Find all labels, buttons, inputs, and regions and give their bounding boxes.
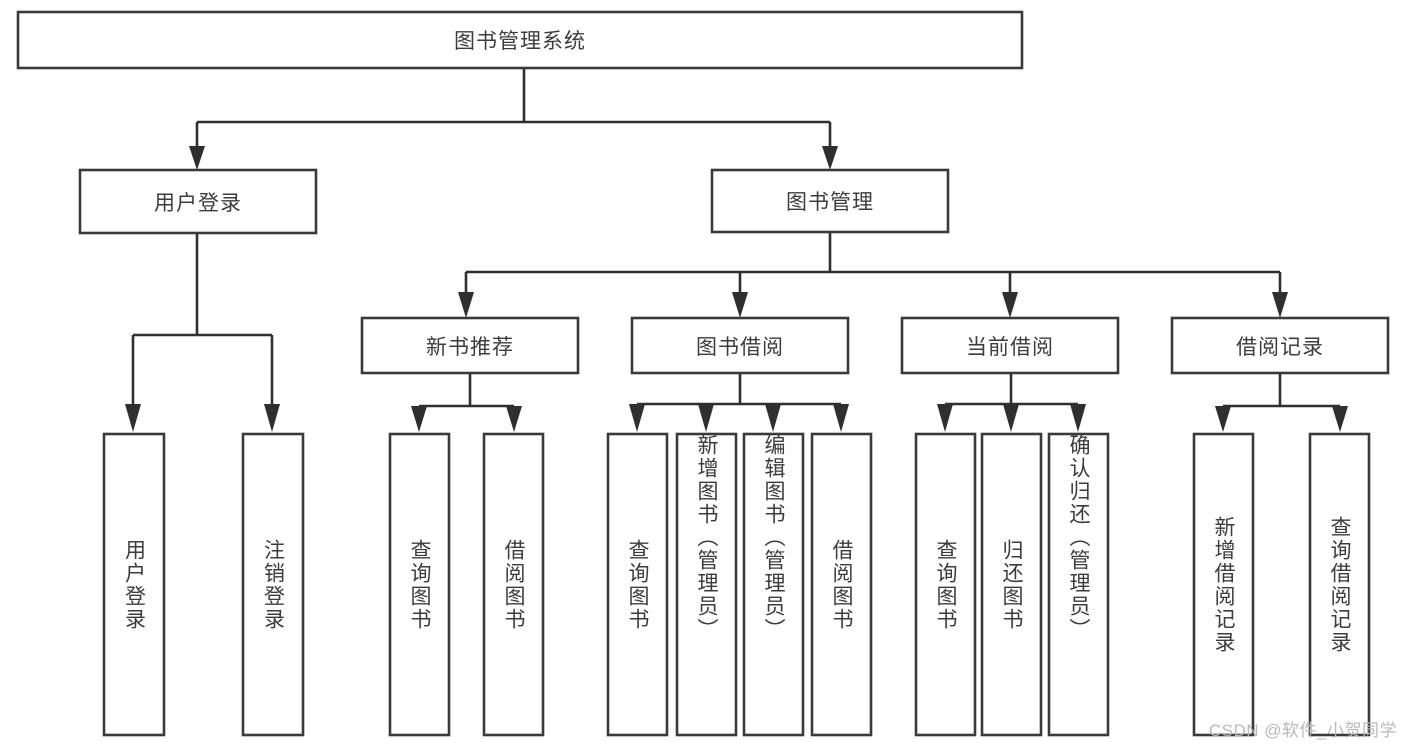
- node-box-leaf-query-book-1[interactable]: [388, 432, 451, 737]
- arrow-head-leaf-borrow-book-1: [506, 406, 522, 432]
- arrow-head-borrow-record: [1272, 292, 1288, 318]
- arrow-head-book-borrow: [732, 292, 748, 318]
- node-box-leaf-query-book-2[interactable]: [606, 432, 669, 737]
- arrow-head-leaf-add-record: [1215, 406, 1231, 432]
- node-box-leaf-borrow-book-1[interactable]: [482, 432, 545, 737]
- arrow-head-leaf-edit-book: [765, 404, 781, 432]
- node-box-leaf-user-login[interactable]: [102, 432, 166, 737]
- node-box-leaf-edit-book[interactable]: [742, 432, 805, 737]
- arrow-head-book-manage: [822, 146, 838, 170]
- node-box-book-borrow[interactable]: [630, 316, 850, 375]
- node-box-leaf-query-book-3[interactable]: [914, 432, 977, 737]
- arrow-head-leaf-borrow-book-2: [833, 404, 849, 432]
- connectors-group: [125, 68, 1348, 432]
- node-box-leaf-return-book[interactable]: [980, 432, 1043, 737]
- node-box-leaf-add-book[interactable]: [675, 432, 738, 737]
- arrow-head-leaf-query-book-2: [629, 404, 645, 432]
- node-box-new-book-recommend[interactable]: [360, 316, 580, 375]
- arrow-head-new-book: [458, 292, 474, 318]
- arrow-head-leaf-add-book: [698, 404, 714, 432]
- arrow-head-leaf-return-book: [1003, 404, 1019, 432]
- arrow-head-leaf-user-login: [125, 404, 141, 432]
- node-boxes-group: [16, 10, 1390, 737]
- node-box-leaf-borrow-book-2[interactable]: [810, 432, 873, 737]
- arrow-head-leaf-query-book-3: [937, 404, 953, 432]
- node-box-book-manage[interactable]: [710, 168, 950, 234]
- arrow-head-current-borrow: [1002, 292, 1018, 318]
- arrow-head-leaf-query-book-1: [411, 406, 427, 432]
- arrow-head-leaf-query-record: [1332, 406, 1348, 432]
- csdn-watermark: CSDN @软件_小贺同学: [1208, 721, 1397, 740]
- node-box-current-borrow[interactable]: [900, 316, 1120, 375]
- arrow-head-leaf-logout: [264, 404, 280, 432]
- node-box-leaf-confirm-return[interactable]: [1047, 432, 1110, 737]
- node-box-user-login[interactable]: [78, 168, 318, 235]
- node-box-leaf-add-record[interactable]: [1192, 432, 1255, 737]
- arrow-head-user-login: [189, 146, 205, 170]
- node-box-borrow-record[interactable]: [1170, 316, 1390, 375]
- arrow-head-leaf-confirm-return: [1070, 404, 1086, 432]
- node-box-root[interactable]: [16, 10, 1024, 70]
- node-box-leaf-query-record[interactable]: [1308, 432, 1371, 737]
- node-box-leaf-logout[interactable]: [241, 432, 305, 737]
